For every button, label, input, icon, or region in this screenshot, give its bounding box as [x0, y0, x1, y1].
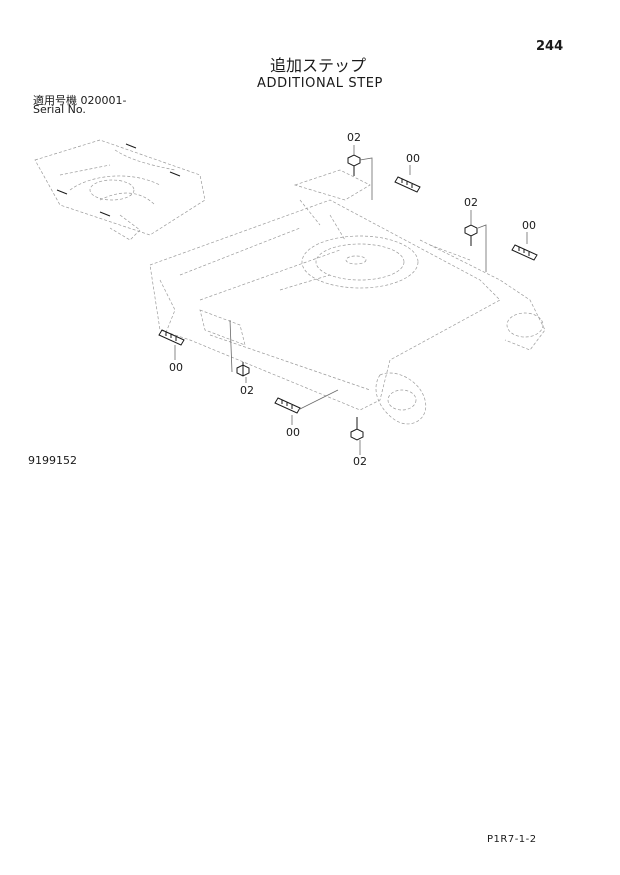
callout-label: 00	[406, 152, 420, 165]
inset-view	[34, 139, 206, 241]
page-title-en: ADDITIONAL STEP	[257, 76, 383, 91]
page-title-jp: 追加ステップ	[270, 56, 367, 75]
callout-label: 02	[347, 131, 361, 144]
serial-label-jp: 適用号機 020001-	[33, 95, 126, 106]
serial-label-jp-text: 適用号機	[33, 94, 77, 107]
callout-label: 02	[353, 455, 367, 468]
callout-label: 02	[464, 196, 478, 209]
callout-label: 00	[169, 361, 183, 374]
step-parts	[158, 176, 538, 414]
leader-lines	[174, 145, 528, 455]
callout-label: 00	[522, 219, 536, 232]
callout-label: 00	[286, 426, 300, 439]
undercarriage-frame	[149, 169, 546, 425]
footer-code: P1R7-1-2	[487, 834, 537, 845]
page-number: 244	[536, 39, 564, 54]
callout-label: 02	[240, 384, 254, 397]
bolt-parts	[236, 154, 478, 441]
drawing-number: 9199152	[28, 454, 77, 467]
serial-value: 020001-	[80, 94, 127, 107]
serial-label-en: Serial No.	[33, 103, 86, 116]
